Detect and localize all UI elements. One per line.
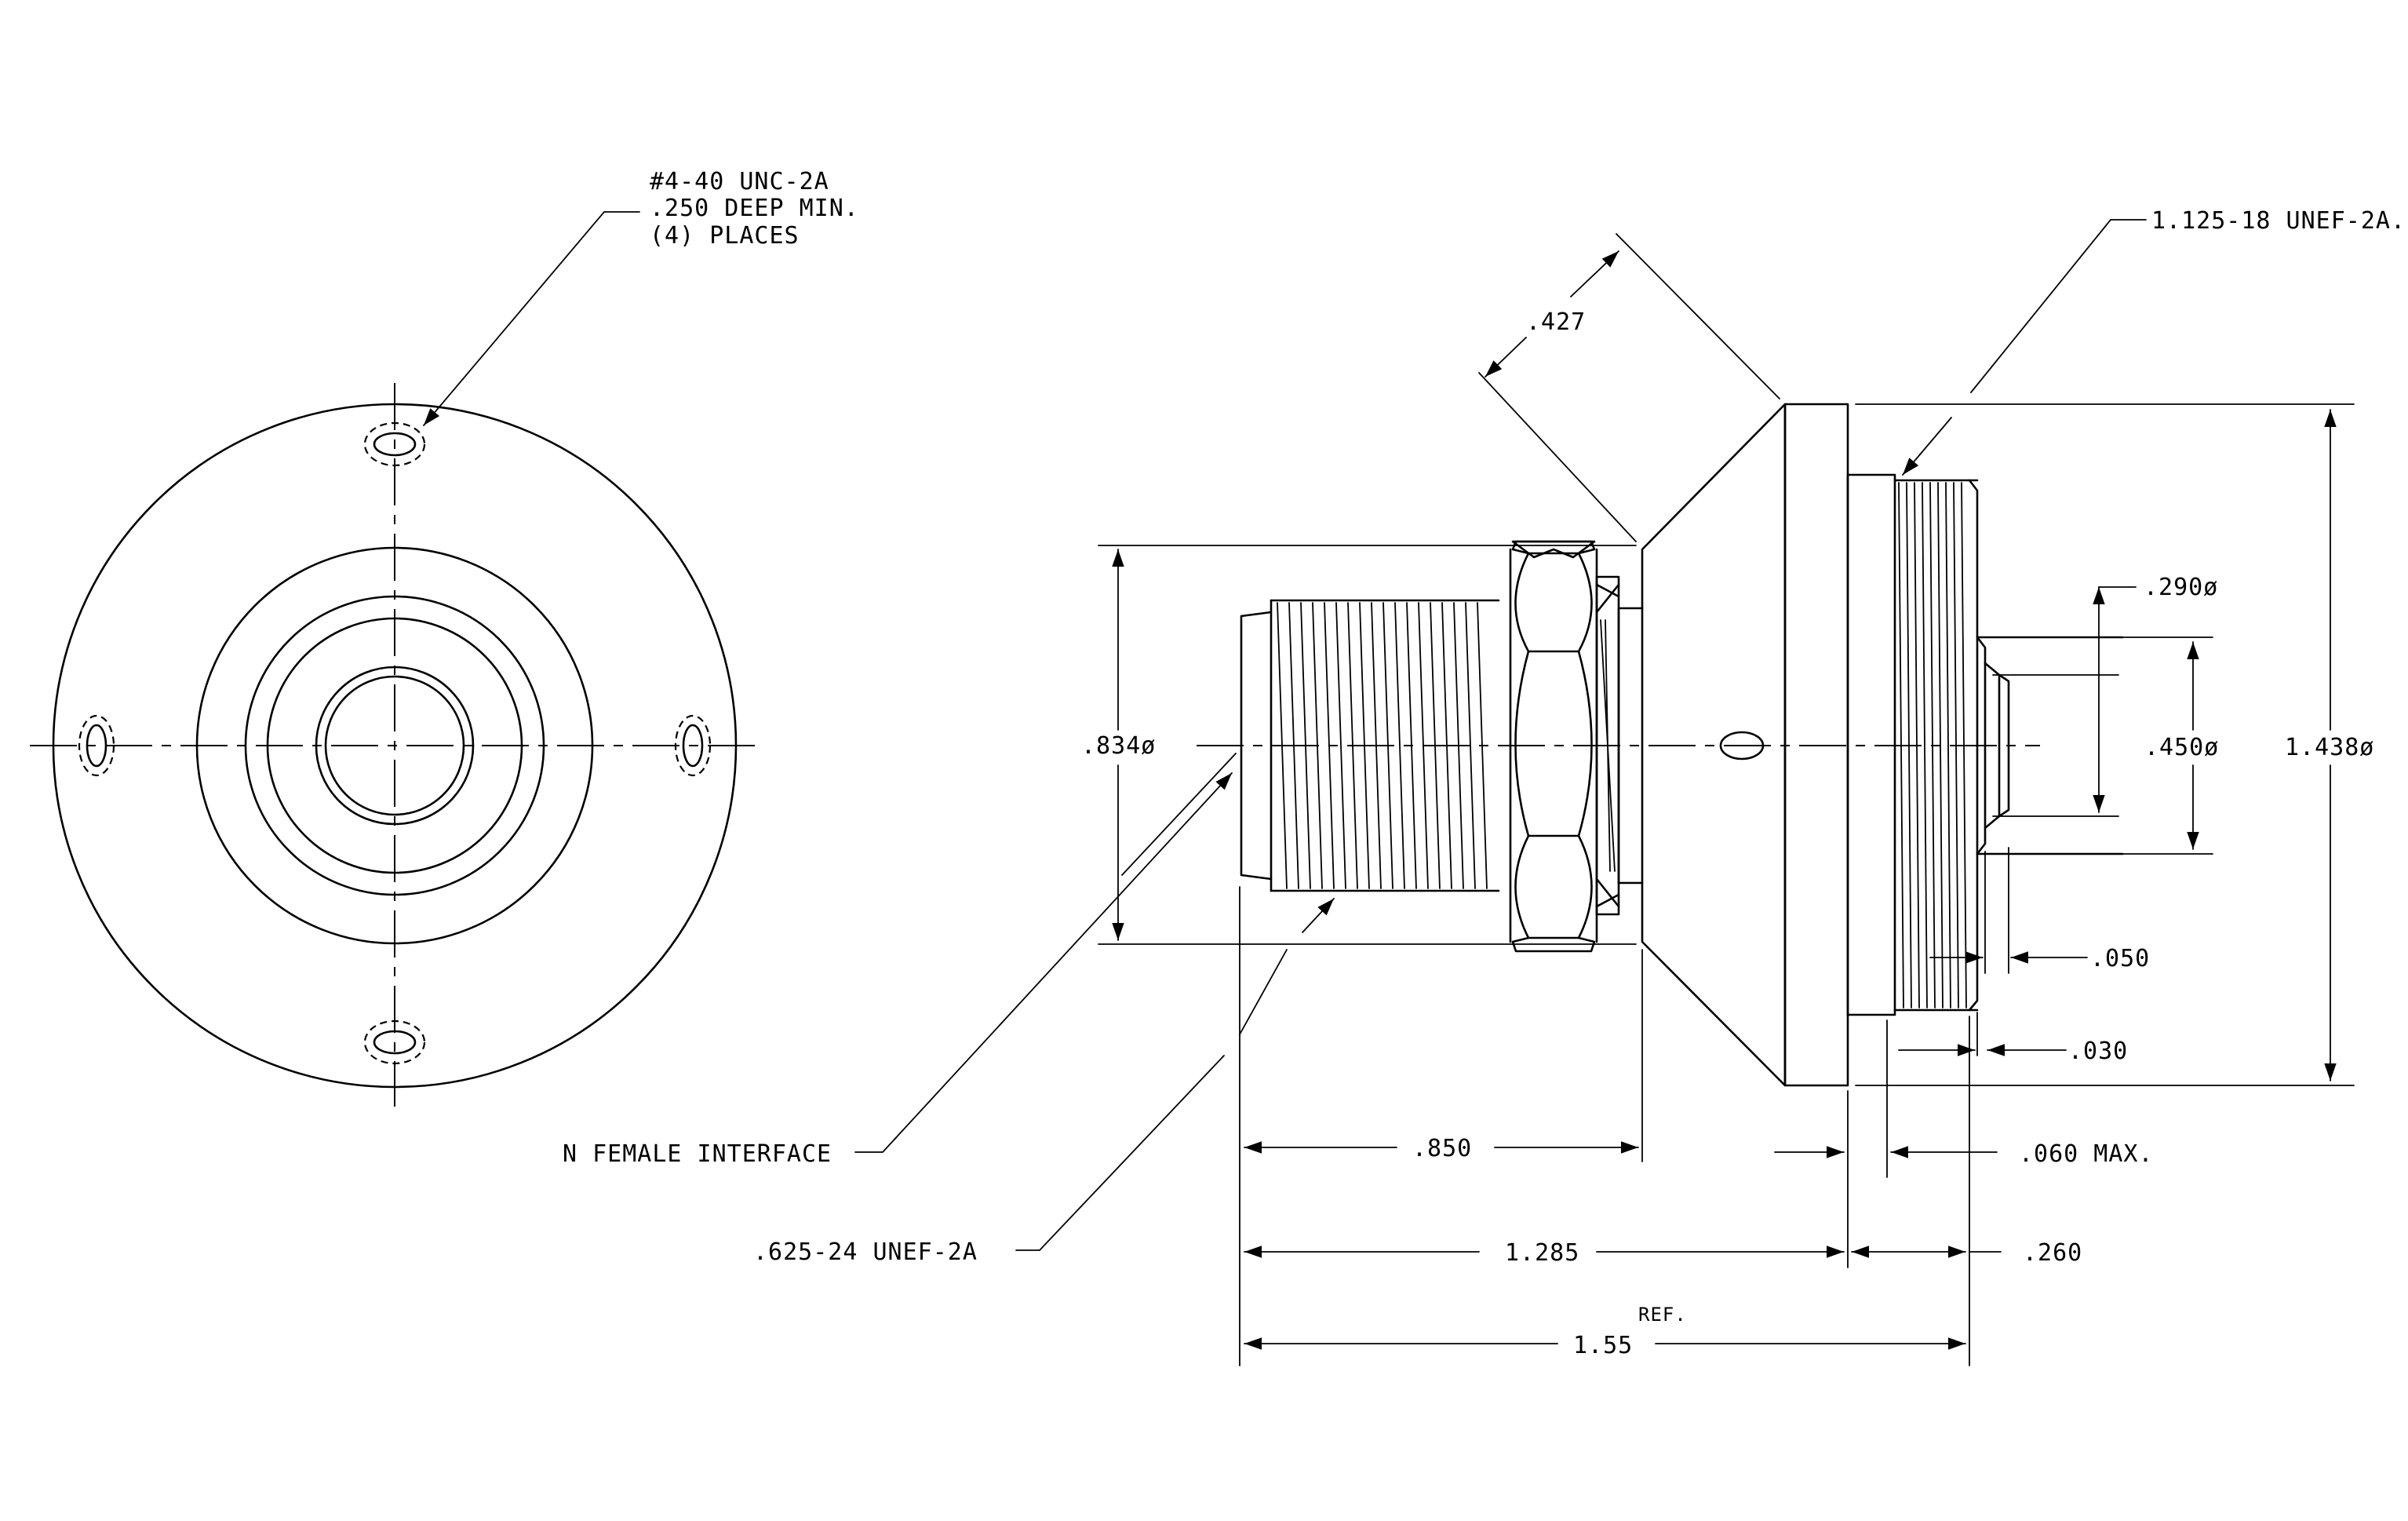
dim-290-label: .290ø xyxy=(2144,574,2218,601)
thread-line xyxy=(1953,482,1959,1009)
thread-line xyxy=(1324,602,1335,889)
thread-line xyxy=(1394,602,1405,889)
thread-line xyxy=(1465,602,1476,889)
dim-260-label: .260 xyxy=(2023,1239,2082,1267)
dim-155-label: 1.55 xyxy=(1573,1332,1633,1359)
thread-line xyxy=(1922,482,1928,1009)
dimension-lines xyxy=(854,219,2355,1366)
tap-callout-line3: (4) PLACES xyxy=(650,222,800,250)
tapped-hole-right xyxy=(674,714,712,777)
ref-note: REF. xyxy=(1638,1304,1687,1326)
small-thread-callout: .625-24 UNEF-2A xyxy=(753,1238,978,1266)
dim-030-label: .030 xyxy=(2068,1038,2128,1065)
thread-line xyxy=(1288,602,1299,889)
thread-line xyxy=(1430,602,1441,889)
thread-line xyxy=(1359,602,1370,889)
large-thread-leader xyxy=(1970,219,2147,393)
thread-line xyxy=(1961,482,1967,1009)
labels: #4-40 UNC-2A .250 DEEP MIN. (4) PLACES 1… xyxy=(563,168,2406,1359)
dim-1438-label: 1.438ø xyxy=(2285,734,2374,761)
thread-line xyxy=(1300,602,1311,889)
thread-line xyxy=(1945,482,1951,1009)
dim-050-label: .050 xyxy=(2090,945,2150,972)
dim-850-label: .850 xyxy=(1412,1135,1472,1162)
large-thread-body xyxy=(1846,473,1979,1016)
thread-line xyxy=(1383,602,1393,889)
small-thread-leader xyxy=(1015,1055,1225,1251)
thread-line xyxy=(1371,602,1382,889)
large-thread-callout: 1.125-18 UNEF-2A. xyxy=(2151,207,2406,235)
pin-face xyxy=(1976,636,2124,855)
thread-line xyxy=(1441,602,1452,889)
n-female-callout: N FEMALE INTERFACE xyxy=(563,1140,832,1168)
dim-1285-label: 1.285 xyxy=(1505,1239,1579,1267)
thread-line xyxy=(1418,602,1429,889)
thread-line xyxy=(1453,602,1464,889)
front-view xyxy=(30,211,757,1107)
side-view xyxy=(854,219,2355,1366)
n-female-leader xyxy=(854,772,1233,1153)
tapped-hole-top xyxy=(363,421,426,467)
small-thread-lines xyxy=(1277,602,1488,889)
tap-callout-line2: .250 DEEP MIN. xyxy=(650,195,859,222)
tap-callout-line1: #4-40 UNC-2A xyxy=(650,168,829,195)
thread-line xyxy=(1929,482,1936,1009)
large-thread-lines xyxy=(1898,482,1967,1009)
thread-line xyxy=(1335,602,1346,889)
tap-leader xyxy=(423,211,640,426)
thread-line xyxy=(1347,602,1358,889)
thread-line xyxy=(1477,602,1488,889)
thread-line xyxy=(1406,602,1417,889)
thread-line xyxy=(1898,482,1904,1009)
thread-line xyxy=(1937,482,1944,1009)
thread-line xyxy=(1277,602,1288,889)
dim-427-label: .427 xyxy=(1526,308,1586,336)
dim-060-label: .060 MAX. xyxy=(2019,1140,2154,1168)
dim-834-label: .834ø xyxy=(1081,732,1156,760)
flange-side-hole xyxy=(1719,731,1765,760)
thread-line xyxy=(1914,482,1920,1009)
tapped-hole-bottom xyxy=(363,1019,426,1065)
thread-line xyxy=(1312,602,1323,889)
small-thread-body xyxy=(1240,599,1500,892)
lock-washer xyxy=(1595,575,1644,916)
thread-line xyxy=(1906,482,1912,1009)
tapped-hole-left xyxy=(78,714,115,777)
dim-450-label: .450ø xyxy=(2144,734,2219,761)
